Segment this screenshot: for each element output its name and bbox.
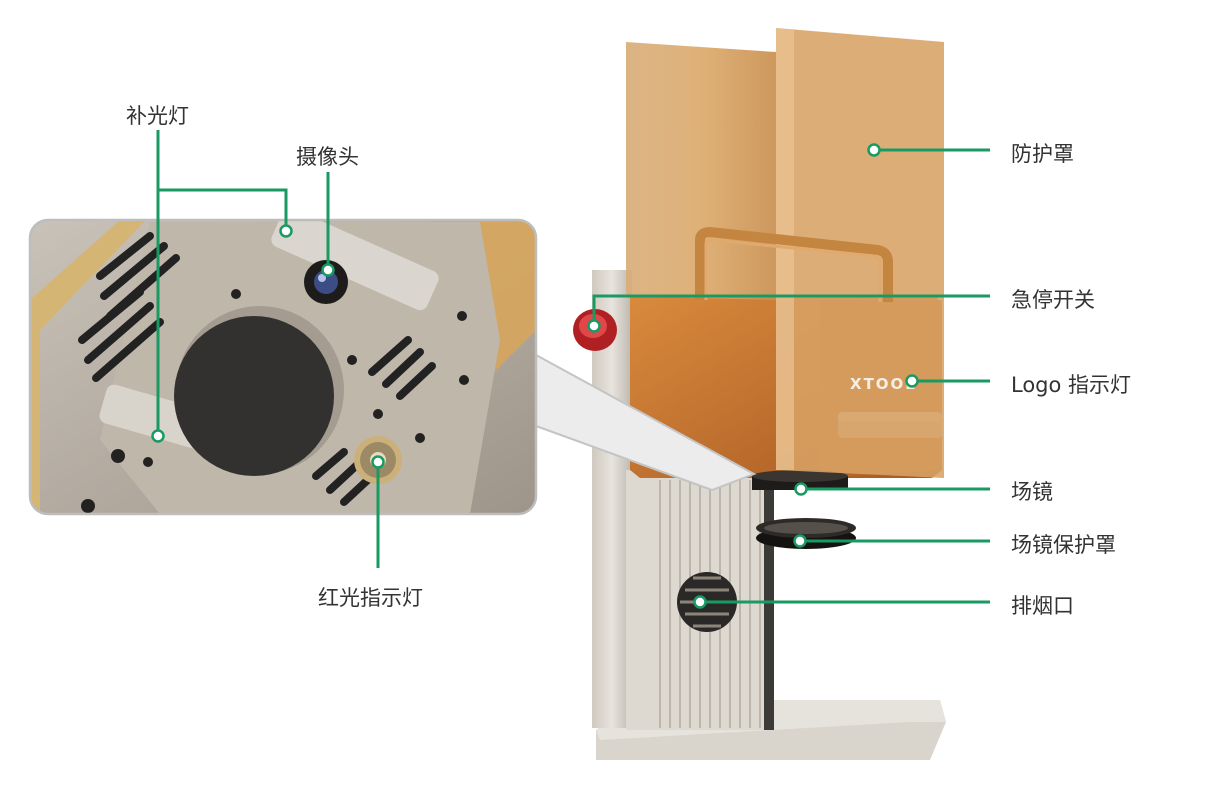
label-exhaust-port: 排烟口: [1011, 594, 1074, 618]
callout-lines: [156, 130, 990, 604]
label-emergency-stop: 急停开关: [1011, 288, 1095, 312]
label-field-lens: 场镜: [1011, 480, 1053, 504]
label-red-light-indicator: 红光指示灯: [318, 586, 423, 610]
brand-logo: XTOOL: [850, 375, 917, 393]
callout-dots: [151, 143, 919, 609]
field-lens-protector-ring: [756, 518, 856, 549]
label-field-lens-protector: 场镜保护罩: [1011, 533, 1116, 557]
label-supplementary-light: 补光灯: [126, 104, 189, 128]
inset-closeup: [28, 218, 538, 516]
laser-engraver-machine: XTOOL: [573, 28, 946, 760]
label-camera: 摄像头: [296, 145, 359, 169]
label-protective-cover: 防护罩: [1011, 142, 1074, 166]
protective-shield: [626, 28, 944, 478]
callout-emergency-stop: [592, 294, 990, 326]
label-logo-indicator: Logo 指示灯: [1011, 373, 1132, 397]
